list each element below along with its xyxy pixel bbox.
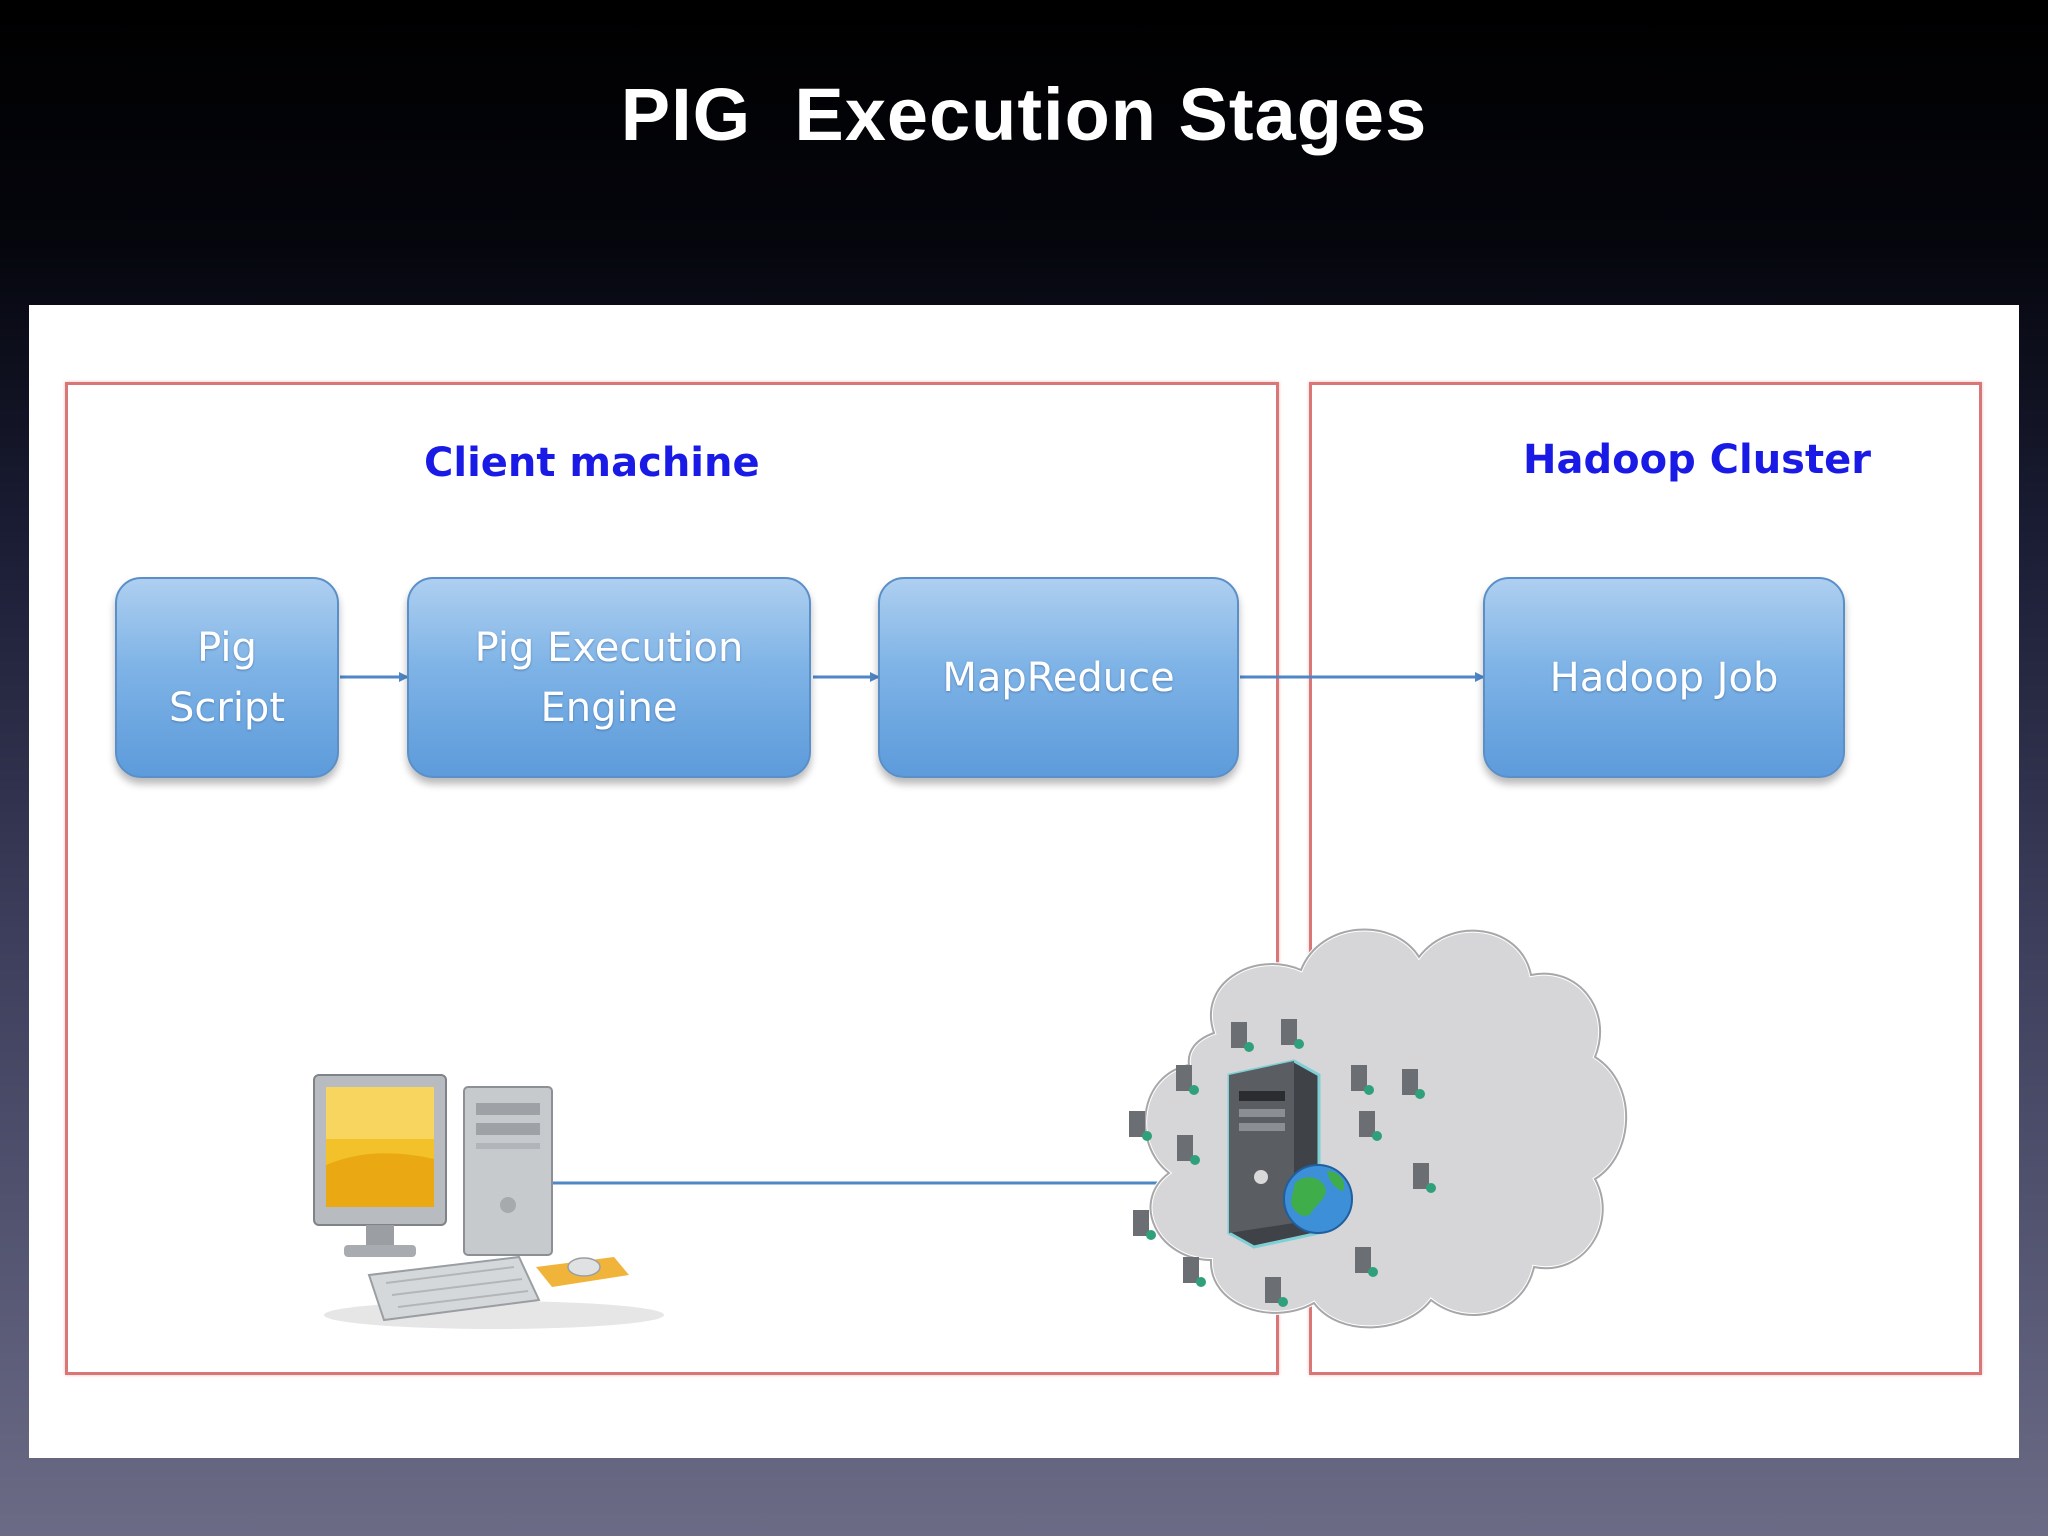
stage-pig-execution-engine: Pig Execution Engine [407, 577, 811, 778]
hadoop-cluster-region [1309, 382, 1982, 1375]
connector-layer [313, 672, 1629, 1330]
stage-mapreduce: MapReduce [878, 577, 1239, 778]
diagram-panel: Client machine Hadoop Cluster [29, 305, 2019, 1458]
stage-hadoop-job-label: Hadoop Job [1549, 654, 1779, 701]
stage-mapreduce-label: MapReduce [942, 654, 1175, 701]
stage-hadoop-job: Hadoop Job [1483, 577, 1845, 778]
stage-pig-execution-engine-label: Pig Execution Engine [474, 624, 744, 731]
stage-pig-script: Pig Script [115, 577, 339, 778]
hadoop-cluster-label: Hadoop Cluster [1523, 437, 1871, 483]
client-machine-region [65, 382, 1279, 1375]
server-cloud-icon [1129, 927, 1629, 1330]
client-machine-label: Client machine [424, 440, 760, 486]
stage-pig-script-label: Pig Script [168, 624, 285, 731]
slide-title: PIG Execution Stages [620, 73, 1428, 156]
desktop-computer-icon [313, 1074, 664, 1329]
